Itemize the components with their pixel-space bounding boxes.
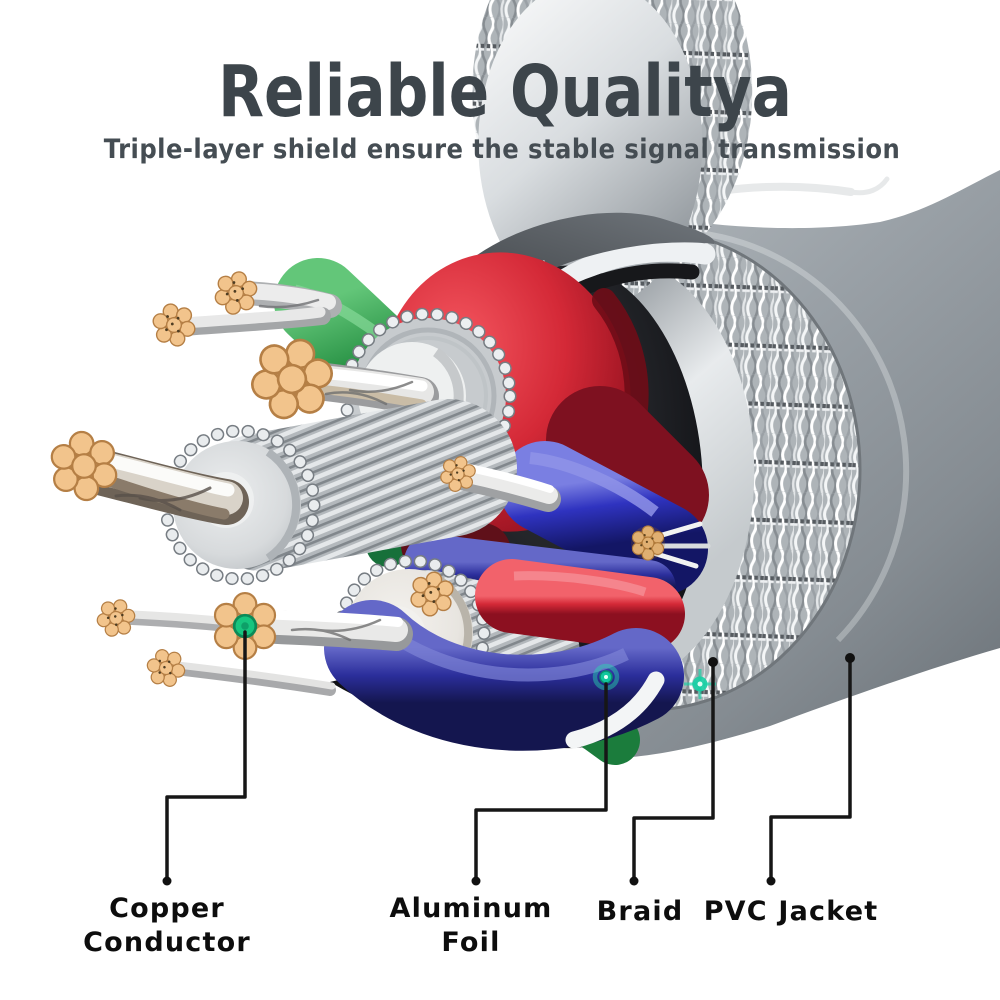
aluminum-foil-callout-line: [474, 682, 608, 881]
label-line: Foil: [441, 927, 501, 958]
copper-conductor-callout-line: [165, 630, 247, 881]
braid-marker-icon: [684, 669, 716, 699]
green-wire-tip: [150, 268, 342, 351]
page-subtitle: Triple-layer shield ensure the stable si…: [103, 134, 901, 165]
label-braid: Braid: [597, 895, 684, 929]
label-line: Aluminum: [389, 893, 553, 924]
label-line: Copper: [109, 893, 225, 924]
red-wire-bottom: [475, 559, 685, 651]
callout-lines: [162, 630, 855, 886]
copper-bundle-icon: [150, 300, 198, 351]
label-aluminum-foil: Aluminum Foil: [390, 892, 553, 960]
braid-callout-line: [632, 662, 715, 881]
shield-wire-left: [48, 399, 517, 586]
label-line: Braid: [596, 896, 684, 927]
aluminum-foil-bottom-edge: [565, 671, 665, 749]
label-line: Conductor: [83, 927, 251, 958]
copper-bundle-icon: [213, 268, 260, 318]
copper-bundle-icon: [93, 594, 138, 641]
label-line: PVC Jacket: [703, 896, 879, 927]
label-copper-conductor: Copper Conductor: [83, 892, 251, 960]
foil-notch-copper-bundle: [631, 521, 711, 569]
bottom-copper-bundles: [93, 569, 455, 696]
copper-bundle-icon: [144, 645, 188, 692]
page-title: Reliable Qualitya: [218, 50, 792, 133]
pvc-jacket-callout-line: [769, 658, 852, 881]
mid-copper-bundle: [438, 453, 561, 512]
label-pvc-jacket: PVC Jacket: [704, 895, 879, 929]
